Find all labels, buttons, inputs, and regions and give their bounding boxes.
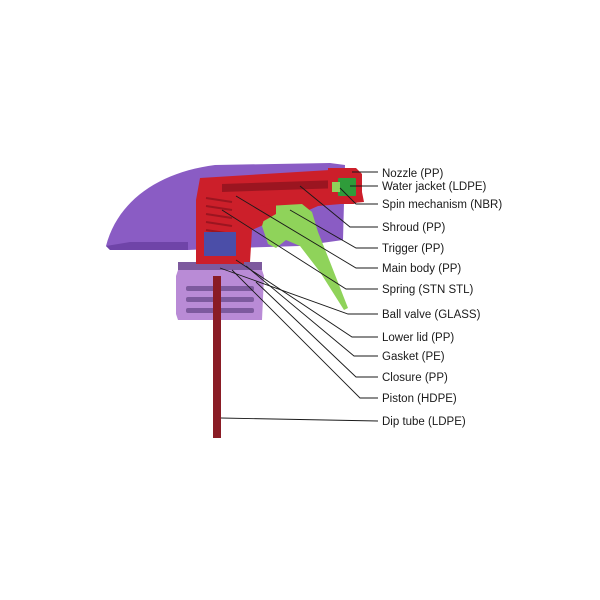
label-spin-mechanism: Spin mechanism (NBR) (382, 199, 502, 211)
label-water-jacket: Water jacket (LDPE) (382, 181, 487, 193)
label-ball-valve: Ball valve (GLASS) (382, 309, 481, 321)
leader-ball-valve (219, 267, 378, 315)
leader-main-body (235, 195, 378, 269)
leader-dip-tube (220, 417, 379, 422)
dip-tube-part (213, 276, 221, 438)
spin-mechanism-part (332, 182, 340, 192)
label-lower-lid: Lower lid (PP) (382, 332, 454, 344)
water-jacket-part (338, 178, 356, 196)
shroud-shadow (106, 242, 188, 250)
label-closure: Closure (PP) (382, 372, 448, 384)
trigger-part (262, 204, 348, 310)
label-piston: Piston (HDPE) (382, 393, 457, 405)
leader-trigger (289, 209, 378, 249)
gasket-part (178, 262, 262, 270)
main-body-part (196, 170, 364, 282)
label-nozzle: Nozzle (PP) (382, 168, 444, 180)
label-gasket: Gasket (PE) (382, 351, 445, 363)
spring-part (205, 197, 233, 235)
label-trigger: Trigger (PP) (382, 243, 444, 255)
part-labels: Nozzle (PP)Water jacket (LDPE) Spin mecha… (382, 168, 502, 428)
label-shroud: Shroud (PP) (382, 222, 445, 234)
label-dip-tube: Dip tube (LDPE) (382, 416, 466, 428)
leader-piston (231, 269, 378, 399)
lower-lid-part (196, 256, 244, 264)
leader-closure (255, 281, 378, 378)
main-body-channel (222, 180, 342, 192)
label-spring: Spring (STN STL) (382, 284, 474, 296)
leader-spin-mechanism (339, 187, 378, 205)
leader-gasket (245, 265, 378, 357)
leader-lines (219, 171, 379, 422)
leader-lower-lid (235, 259, 378, 338)
leader-spring (221, 209, 378, 290)
label-main-body: Main body (PP) (382, 263, 461, 275)
leader-shroud (299, 185, 378, 228)
